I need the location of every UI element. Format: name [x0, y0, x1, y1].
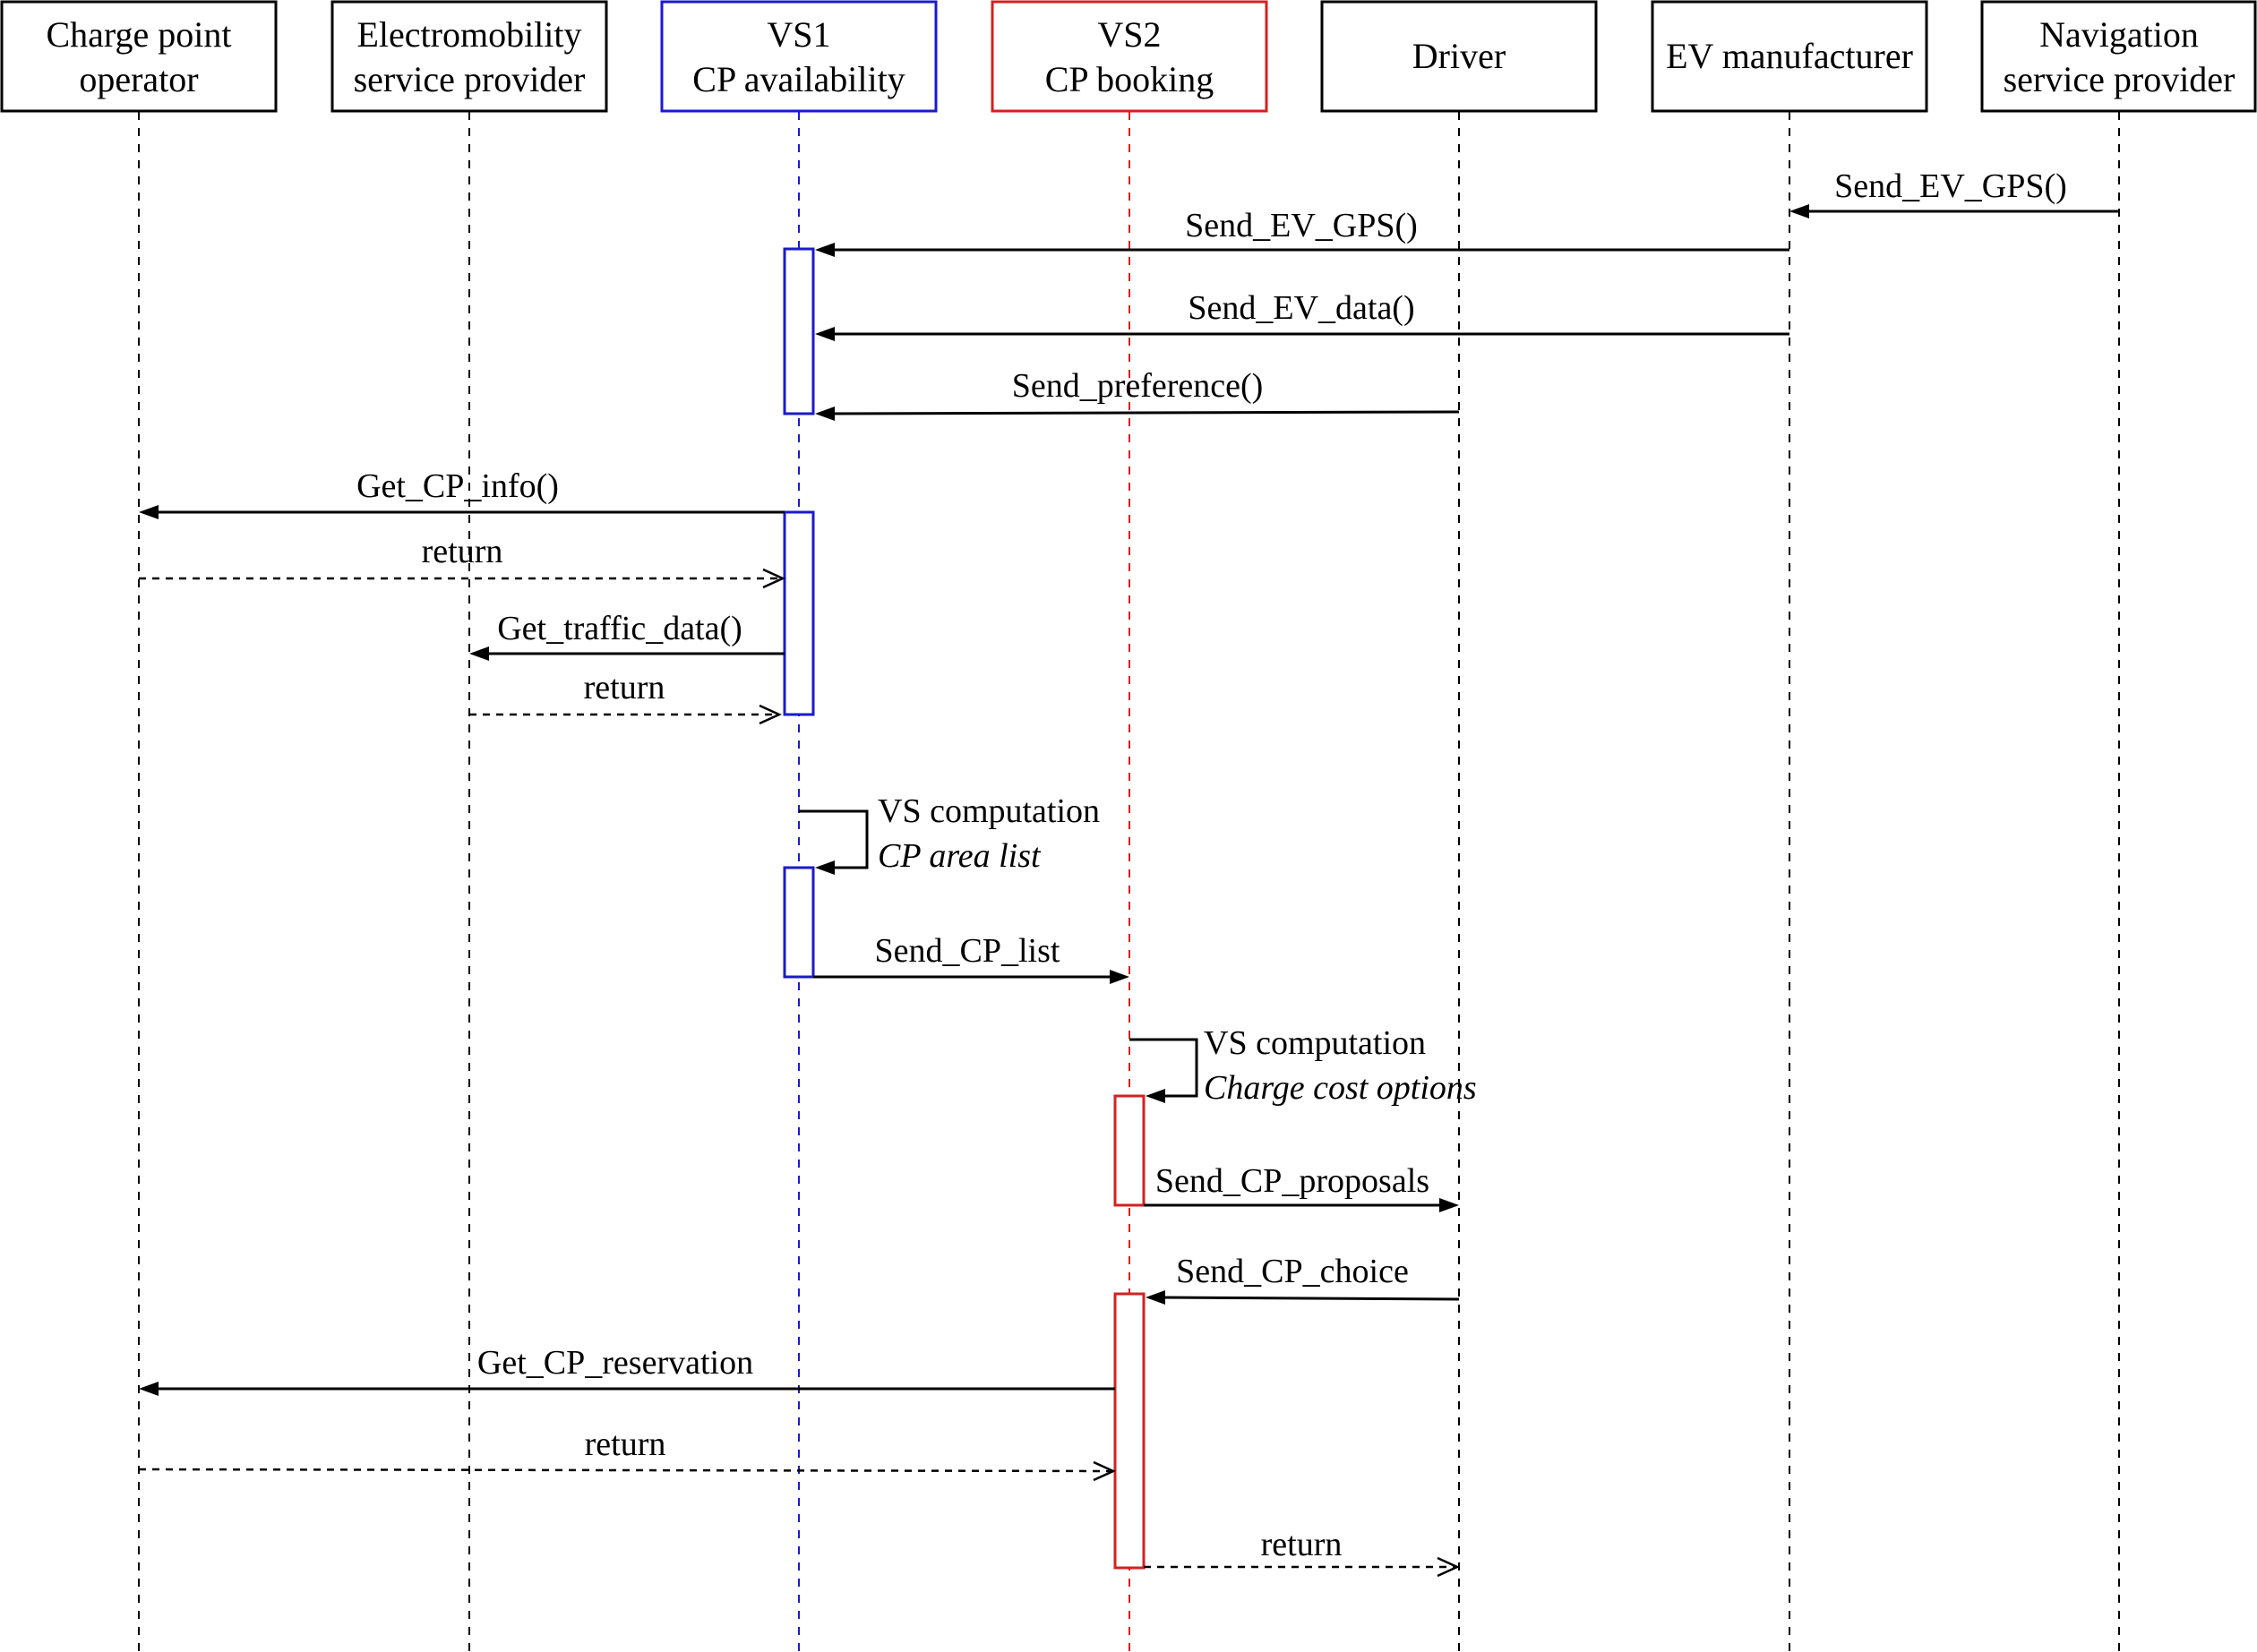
arrowhead-icon: [469, 646, 489, 661]
activation-bars: [783, 247, 1146, 1570]
actor-header-ev-manufacturer: EV manufacturer: [1651, 0, 1928, 113]
message-send-ev-gps-to-vs1: Send_EV_GPS(): [815, 207, 1789, 257]
message-get-cp-reservation: Get_CP_reservation: [139, 1344, 1115, 1396]
arrowhead-icon: [1146, 1290, 1165, 1305]
actor-label-line-1: Navigation: [2039, 14, 2199, 55]
activation-bar-vs2: [1113, 1292, 1146, 1570]
message-label: Send_EV_data(): [1188, 289, 1414, 327]
actor-label-line-2: service provider: [2004, 59, 2236, 99]
actor-header-emsp: Electromobility service provider: [330, 0, 608, 113]
arrowhead-icon: [139, 1382, 159, 1396]
message-note: Charge cost options: [1204, 1069, 1477, 1107]
message-label: Send_CP_proposals: [1155, 1162, 1429, 1200]
actor-label-line-1: Charge point: [46, 14, 231, 55]
message-label: Get_CP_info(): [356, 467, 559, 505]
arrowhead-icon: [1439, 1198, 1459, 1212]
arrowhead-icon: [139, 505, 159, 519]
message-label: Send_CP_choice: [1176, 1253, 1409, 1290]
message-label: VS computation: [1204, 1024, 1426, 1062]
message-get-traffic-data: Get_traffic_data(): [469, 610, 785, 661]
actor-header-vs1: VS1 CP availability: [660, 0, 938, 113]
message-send-cp-list: Send_CP_list: [813, 932, 1129, 984]
message-label: Get_traffic_data(): [497, 610, 742, 647]
message-return-cp-info: return: [139, 533, 786, 589]
message-label: return: [1261, 1526, 1343, 1563]
arrowhead-icon: [815, 243, 835, 257]
message-note: CP area list: [878, 837, 1042, 875]
message-label: Send_CP_list: [875, 932, 1060, 970]
message-label: Send_EV_GPS(): [1185, 207, 1418, 244]
open-arrowhead-icon: [759, 704, 783, 725]
actor-header-vs2: VS2 CP booking: [991, 0, 1268, 113]
open-arrowhead-icon: [1093, 1460, 1117, 1482]
message-label: return: [585, 1425, 666, 1463]
actor-label-line-2: operator: [79, 59, 198, 99]
message-send-cp-proposals: Send_CP_proposals: [1144, 1162, 1459, 1212]
message-label: VS computation: [878, 792, 1100, 830]
actor-label-line-2: CP booking: [1045, 59, 1214, 99]
message-send-preference: Send_preference(): [815, 367, 1460, 421]
message-vs1-self-computation: VS computation CP area list: [799, 792, 1100, 875]
message-return-to-driver: return: [1144, 1526, 1461, 1578]
open-arrowhead-icon: [1437, 1556, 1461, 1578]
message-vs2-self-computation: VS computation Charge cost options: [1129, 1024, 1477, 1107]
arrowhead-icon: [815, 407, 835, 421]
actor-label-line-1: Driver: [1412, 36, 1506, 76]
message-send-ev-gps-to-manufacturer: Send_EV_GPS(): [1789, 167, 2119, 218]
actor-label-line-2: service provider: [354, 59, 586, 99]
message-label: return: [584, 669, 665, 706]
actor-header-navigation-provider: Navigation service provider: [1980, 0, 2257, 113]
actor-label-line-1: EV manufacturer: [1666, 36, 1913, 76]
actor-label-line-1: VS1: [767, 14, 830, 55]
arrowhead-icon: [1110, 970, 1129, 984]
arrowhead-icon: [1789, 204, 1809, 218]
message-label: Send_preference(): [1012, 367, 1264, 405]
activation-bar-vs1: [783, 510, 815, 716]
actor-label-line-1: Electromobility: [356, 14, 581, 55]
open-arrowhead-icon: [762, 568, 786, 589]
message-label: return: [422, 533, 503, 570]
activation-bar-vs1: [783, 247, 815, 415]
arrowhead-icon: [1146, 1089, 1165, 1103]
actor-header-cpo: Charge point operator: [0, 0, 278, 113]
activation-bar-vs1: [783, 866, 815, 979]
message-send-ev-data: Send_EV_data(): [815, 289, 1789, 341]
arrowhead-icon: [815, 860, 835, 875]
activation-bar-vs2: [1113, 1094, 1146, 1207]
actor-label-line-2: CP availability: [692, 59, 905, 99]
message-send-cp-choice: Send_CP_choice: [1146, 1253, 1460, 1305]
arrowhead-icon: [815, 327, 835, 341]
actor-header-driver: Driver: [1320, 0, 1598, 113]
message-get-cp-info: Get_CP_info(): [139, 467, 785, 519]
message-return-traffic-data: return: [469, 669, 783, 725]
message-label: Send_EV_GPS(): [1834, 167, 2067, 205]
actor-label-line-1: VS2: [1097, 14, 1161, 55]
message-return-cp-reservation: return: [138, 1425, 1117, 1482]
message-label: Get_CP_reservation: [477, 1344, 753, 1382]
